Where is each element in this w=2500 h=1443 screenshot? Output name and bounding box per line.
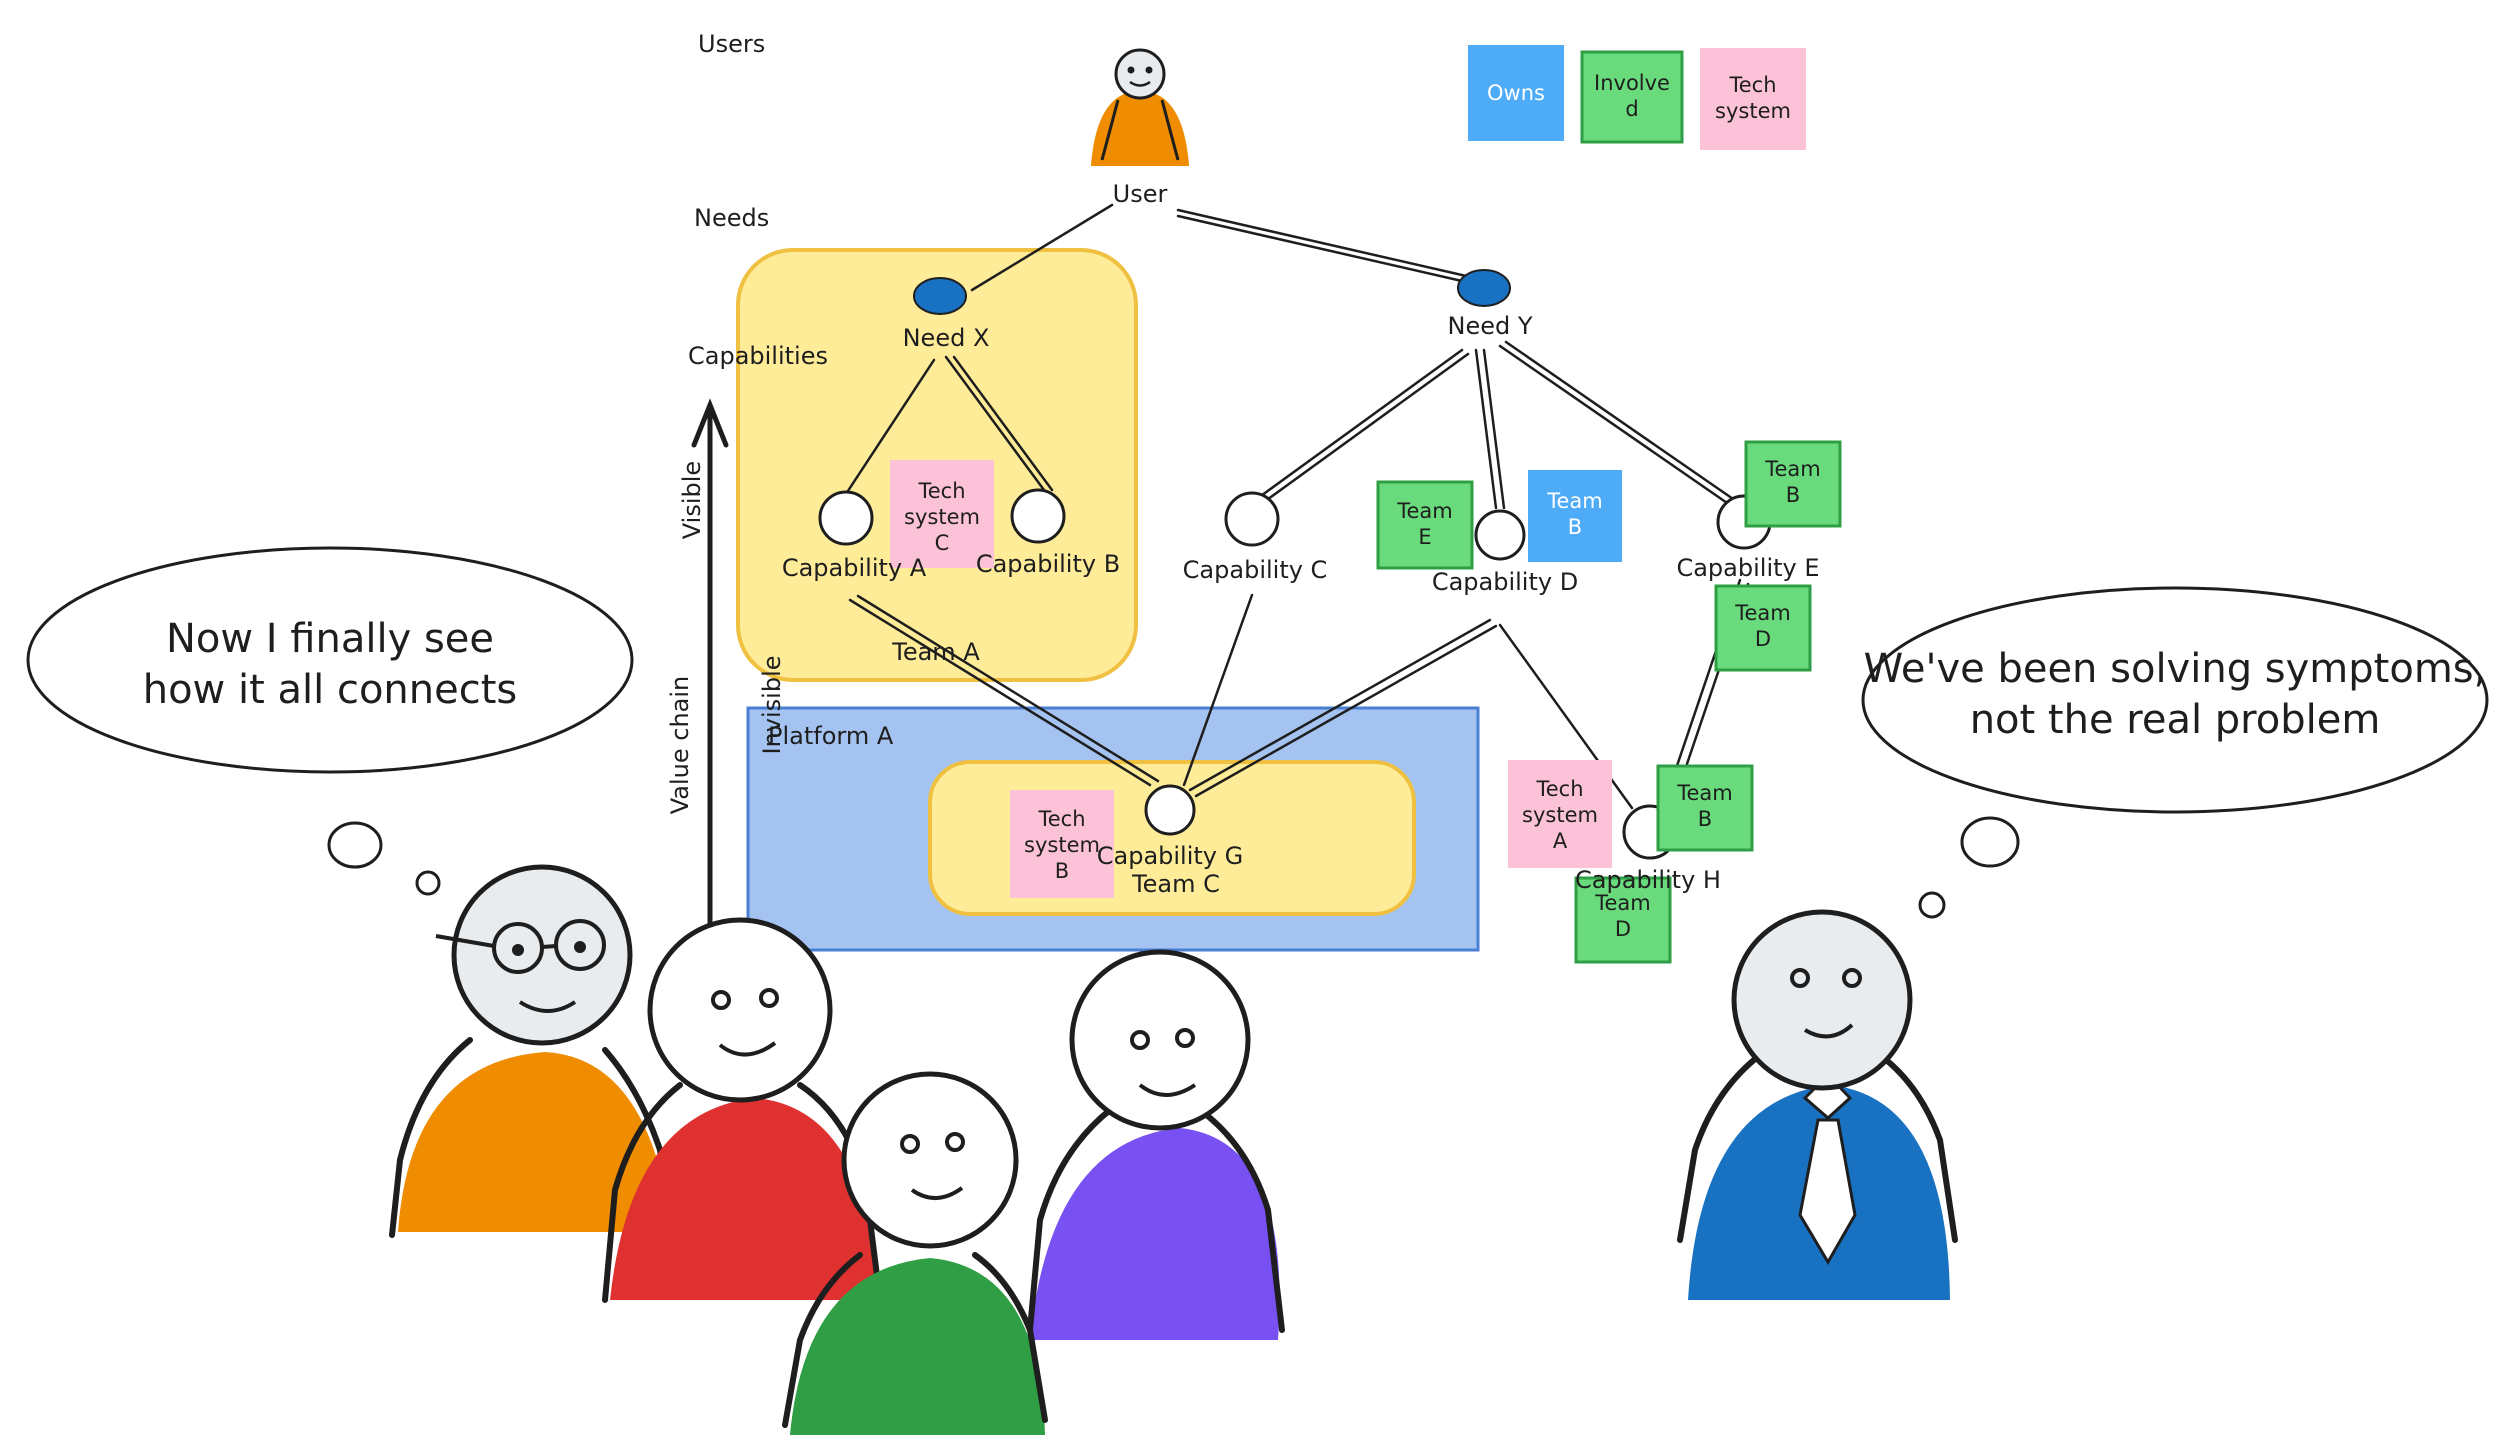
value-chain-axis [691,398,729,930]
person-purple [1027,949,1285,1340]
right-thought-bubble [1861,586,2489,919]
value-chain-label: Value chain [666,676,694,815]
team-b-owner-note[interactable] [1528,470,1622,562]
user-person-icon [1090,48,1190,166]
capability-b-label: Capability B [976,550,1120,578]
invisible-label: Invisible [758,656,786,755]
capability-g-label: Capability G [1097,842,1243,870]
capability-c-label: Capability C [1183,556,1328,584]
need-y-node[interactable] [1457,269,1511,307]
team-a-label: Team A [891,638,980,666]
need-x-label: Need X [903,324,990,352]
left-thought-bubble [26,546,634,896]
capability-e-label: Capability E [1676,554,1819,582]
capability-d-label: Capability D [1432,568,1578,596]
need-y-label: Need Y [1447,312,1532,340]
capability-b-node[interactable] [1010,488,1066,544]
team-d-e-note[interactable] [1714,584,1812,672]
legend-owns-swatch [1468,45,1564,141]
team-e-note[interactable] [1376,480,1474,570]
tech-system-c-note[interactable] [890,460,994,568]
dependency-lines [840,203,1750,816]
capability-a-node[interactable] [818,490,874,546]
person-green [782,1071,1048,1435]
legend-involved-swatch [1580,50,1684,144]
tech-system-b-note[interactable] [1010,790,1114,898]
team-b-e-note[interactable] [1744,440,1842,528]
visible-label: Visible [678,461,706,539]
person-orange-glasses [389,864,675,1238]
team-b-h-note[interactable] [1656,764,1754,852]
team-c-label: Team C [1131,870,1220,898]
user-label: User [1113,180,1168,208]
legend-owns-label: Owns [1487,81,1545,105]
person-blue-tie [1677,909,1958,1300]
need-x-node[interactable] [913,277,967,315]
tech-system-a-note[interactable] [1508,760,1612,868]
lane-needs-label: Needs [694,204,769,232]
right-bubble-text: We've been solving symptoms,not the real… [1864,646,2487,743]
lane-capabilities-label: Capabilities [688,342,828,370]
legend-tech-swatch [1700,48,1806,150]
capability-g-node[interactable] [1144,784,1196,836]
capability-h-label: Capability H [1575,866,1721,894]
team-d-h-note[interactable] [1574,876,1672,964]
capability-c-node[interactable] [1224,491,1280,547]
capability-d-node[interactable] [1474,509,1526,561]
lane-users-label: Users [698,30,765,58]
person-red [602,917,883,1303]
legend [1468,45,1806,150]
capability-a-label: Capability A [782,554,927,582]
platform-a-label: Platform A [768,722,894,750]
